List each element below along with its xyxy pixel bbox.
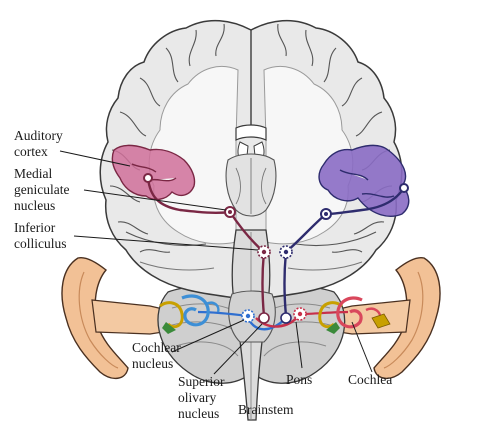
medial-geniculate-nucleus-left	[224, 206, 236, 218]
left-auditory-cortex	[111, 144, 196, 201]
superior-olivary-nucleus	[258, 312, 292, 324]
medial-geniculate-nucleus-right	[320, 208, 332, 220]
label-brainstem: Brainstem	[238, 402, 294, 417]
left-cochlea	[159, 294, 220, 334]
leader-medial-geniculate	[83, 189, 227, 211]
leader-superior-olivary	[213, 323, 263, 375]
label-auditory-cortex: Auditory cortex	[14, 128, 66, 159]
auditory-cortex-node-left	[143, 173, 153, 183]
label-cochlear-nucleus: Cochlear nucleus	[132, 340, 184, 371]
leader-cochlear-nucleus	[171, 319, 245, 353]
leader-auditory-cortex	[59, 150, 131, 167]
leader-lines	[59, 150, 373, 375]
left-ear	[61, 256, 177, 379]
label-cochlea: Cochlea	[348, 372, 392, 387]
right-cochlea	[318, 296, 391, 334]
inferior-colliculus-right	[279, 245, 293, 259]
leader-inferior-colliculus	[73, 235, 259, 251]
auditory-cortex-node-right	[399, 183, 409, 193]
right-auditory-cortex	[318, 144, 410, 217]
label-inferior-colliculus: Inferior colliculus	[14, 220, 67, 251]
label-medial-geniculate-nucleus: Medial geniculate nucleus	[14, 166, 73, 213]
label-pons: Pons	[286, 372, 312, 387]
cochlear-nucleus-left	[241, 309, 255, 323]
inferior-colliculus-left	[257, 245, 271, 259]
cochlear-nucleus-right	[293, 307, 307, 321]
cerebrum	[99, 19, 403, 299]
leader-cochlea	[351, 321, 373, 373]
leader-pons	[295, 321, 303, 369]
label-superior-olivary-nucleus: Superior olivary nucleus	[178, 374, 228, 421]
